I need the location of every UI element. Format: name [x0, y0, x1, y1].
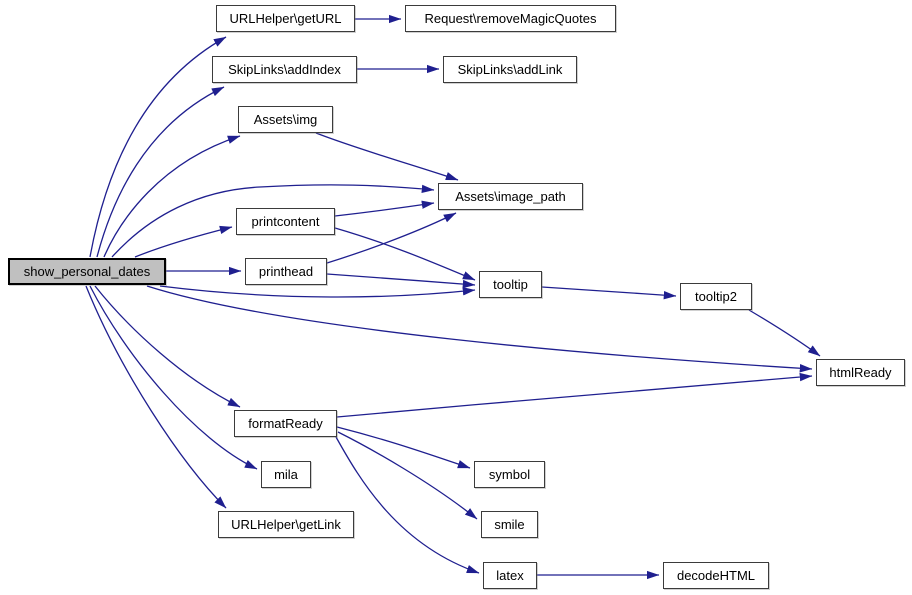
node-label: formatReady	[248, 416, 323, 431]
node-label: decodeHTML	[676, 568, 756, 583]
node-assets_image_path[interactable]: Assets\image_path	[438, 183, 583, 210]
edge-formatready-to-symbol	[336, 426, 471, 469]
edge-assets_img-to-assets_image_path	[315, 132, 459, 181]
node-tooltip[interactable]: tooltip	[479, 271, 542, 298]
node-htmlready[interactable]: htmlReady	[816, 359, 905, 386]
node-formatready[interactable]: formatReady	[234, 410, 337, 437]
node-latex[interactable]: latex	[483, 562, 537, 589]
node-label: URLHelper\getLink	[231, 517, 341, 532]
edge-formatready-to-htmlready	[336, 372, 813, 418]
node-label: SkipLinks\addLink	[457, 62, 563, 77]
node-label: printhead	[258, 264, 314, 279]
edge-show_personal_dates-to-mila	[89, 285, 258, 470]
edge-show_personal_dates-to-assets_image_path	[111, 184, 435, 258]
node-label: latex	[496, 568, 524, 583]
node-label: htmlReady	[829, 365, 892, 380]
node-label: tooltip2	[695, 289, 737, 304]
edge-printcontent-to-assets_image_path	[334, 200, 435, 217]
edge-printhead-to-tooltip	[326, 273, 476, 289]
node-skiplinks_addlink[interactable]: SkipLinks\addLink	[443, 56, 577, 83]
node-label: printcontent	[251, 214, 320, 229]
edge-formatready-to-latex	[335, 436, 480, 574]
edge-show_personal_dates-to-skiplinks_addindex	[96, 86, 225, 258]
edge-printhead-to-assets_image_path	[326, 212, 457, 264]
node-tooltip2[interactable]: tooltip2	[680, 283, 752, 310]
node-urlhelper_getlink[interactable]: URLHelper\getLink	[218, 511, 354, 538]
node-label: tooltip	[493, 277, 528, 292]
node-label: symbol	[488, 467, 531, 482]
node-label: Assets\image_path	[455, 189, 566, 204]
node-label: smile	[494, 517, 525, 532]
edge-show_personal_dates-to-urlhelper_geturl	[89, 36, 227, 258]
edge-show_personal_dates-to-htmlready	[146, 285, 813, 373]
edge-formatready-to-smile	[337, 431, 478, 520]
node-smile[interactable]: smile	[481, 511, 538, 538]
node-printhead[interactable]: printhead	[245, 258, 327, 285]
edge-show_personal_dates-to-urlhelper_getlink	[85, 285, 227, 509]
node-request_removemagicquotes[interactable]: Request\removeMagicQuotes	[405, 5, 616, 32]
edge-tooltip2-to-htmlready	[748, 309, 821, 357]
node-symbol[interactable]: symbol	[474, 461, 545, 488]
node-label: show_personal_dates	[23, 264, 151, 279]
node-assets_img[interactable]: Assets\img	[238, 106, 333, 133]
node-printcontent[interactable]: printcontent	[236, 208, 335, 235]
node-decodehtml[interactable]: decodeHTML	[663, 562, 769, 589]
node-label: SkipLinks\addIndex	[228, 62, 341, 77]
node-label: Request\removeMagicQuotes	[424, 11, 597, 26]
node-show_personal_dates[interactable]: show_personal_dates	[8, 258, 166, 285]
edge-show_personal_dates-to-printcontent	[134, 225, 233, 258]
edge-show_personal_dates-to-tooltip	[159, 285, 476, 298]
node-label: Assets\img	[253, 112, 318, 127]
edge-show_personal_dates-to-formatready	[94, 285, 241, 408]
node-label: mila	[274, 467, 298, 482]
node-mila[interactable]: mila	[261, 461, 311, 488]
node-label: URLHelper\getURL	[229, 11, 342, 26]
edge-tooltip-to-tooltip2	[541, 286, 677, 300]
node-skiplinks_addindex[interactable]: SkipLinks\addIndex	[212, 56, 357, 83]
node-urlhelper_geturl[interactable]: URLHelper\getURL	[216, 5, 355, 32]
edge-show_personal_dates-to-assets_img	[103, 135, 241, 258]
edge-printcontent-to-tooltip	[334, 227, 476, 281]
